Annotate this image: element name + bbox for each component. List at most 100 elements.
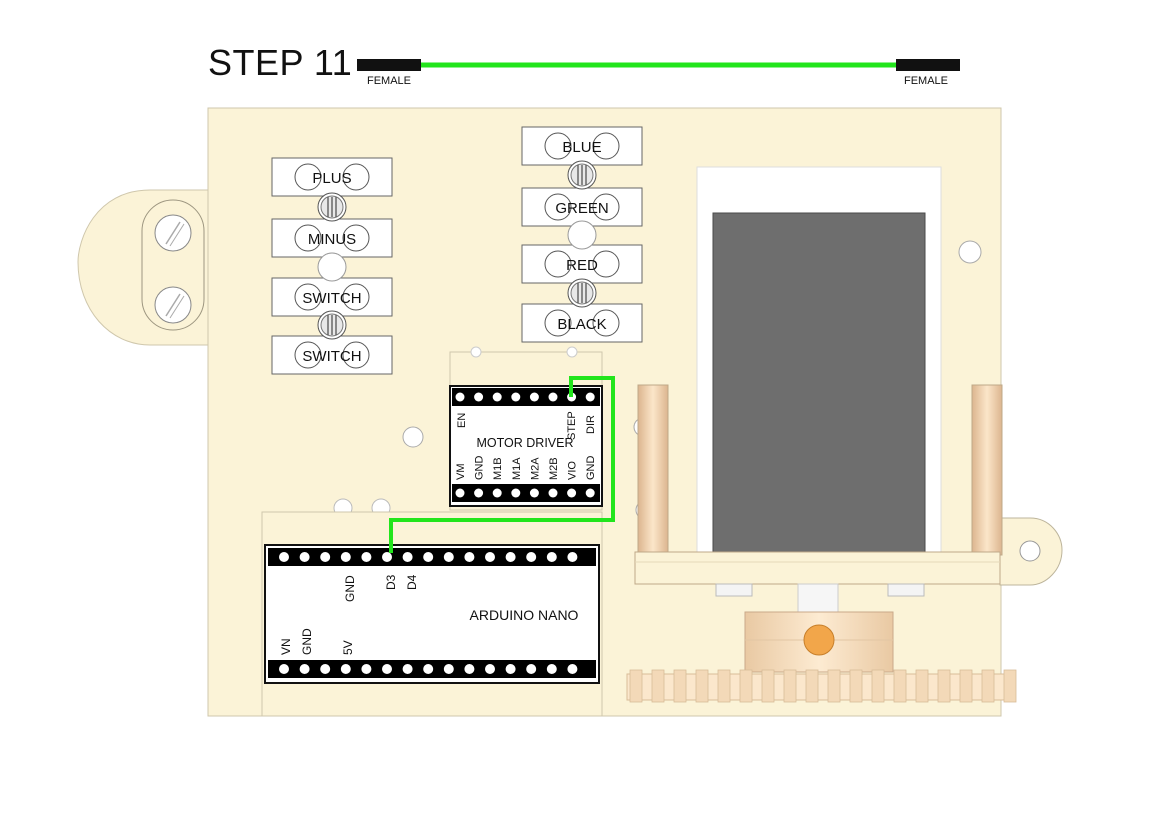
hub-set-screw: [803, 624, 835, 656]
arduino-pin-hole: [546, 664, 557, 674]
driver-label: MOTOR DRIVER: [477, 436, 574, 450]
terminal-switch: SWITCH: [271, 335, 393, 375]
driver-pin-hole: [474, 488, 484, 498]
arduino-pin-hole: [423, 552, 434, 562]
motor-driver: MOTOR DRIVER EN STEP DIR VM GND M1B M1A M2A M…: [449, 346, 603, 511]
terminal-label: RED: [566, 257, 598, 274]
driver-pin-hole: [548, 392, 558, 402]
terminal-label: MINUS: [308, 231, 356, 248]
motor-shaft: [797, 583, 839, 615]
driver-pin-hole: [455, 392, 465, 402]
arduino-pin-hole: [320, 664, 331, 674]
terminal-label: PLUS: [312, 170, 351, 187]
arduino-pin-hole: [546, 552, 557, 562]
driver-pin-hole: [585, 488, 595, 498]
mount-screw-lower: [154, 286, 192, 324]
terminal-open-screw: [317, 252, 347, 282]
driver-pin-label: GND: [474, 456, 486, 481]
arduino-pin-hole: [320, 552, 331, 562]
arduino-pin-label-d4: D4: [405, 574, 419, 590]
terminal-label: SWITCH: [302, 290, 361, 307]
driver-top-header: [452, 388, 600, 406]
driver-pin-label: M2B: [548, 457, 560, 480]
driver-pin-hole: [492, 488, 502, 498]
arduino-pin-label-d3: D3: [384, 574, 398, 590]
driver-pin-label-step: STEP: [566, 411, 578, 440]
terminal-label: BLACK: [557, 316, 606, 333]
bracket-screw: [887, 583, 925, 597]
board-hole: [402, 426, 424, 448]
driver-pin-hole: [529, 392, 539, 402]
arduino-pin-hole: [464, 552, 475, 562]
terminal-screw: [317, 192, 347, 222]
driver-pin-label: M1B: [492, 457, 504, 480]
arduino-pin-label-gnd: GND: [343, 575, 357, 602]
arduino-pin-hole: [505, 552, 516, 562]
terminal-label: BLUE: [562, 139, 601, 156]
arduino-pin-hole: [423, 664, 434, 674]
arduino-pin-hole: [382, 552, 392, 562]
motor-post-right: [971, 384, 1003, 556]
arduino-pin-hole: [505, 664, 516, 674]
arduino-pin-hole: [361, 664, 372, 674]
terminal-plus: PLUS: [271, 157, 393, 197]
jumper-cable: FEMALE FEMALE: [357, 59, 960, 87]
arduino-pin-hole: [340, 664, 351, 674]
terminal-screw: [317, 310, 347, 340]
terminal-blue: BLUE: [521, 126, 643, 166]
arduino-pin-hole: [299, 552, 310, 562]
terminal-label: SWITCH: [302, 348, 361, 365]
driver-pin-hole: [492, 392, 502, 402]
gear: [626, 669, 1017, 703]
driver-pin-label: M2A: [529, 457, 541, 480]
driver-pin-hole: [511, 392, 521, 402]
arduino-nano: ARDUINO NANO GND D3 D4 VN GND 5V: [261, 511, 603, 717]
driver-pin-hole: [455, 488, 465, 498]
arduino-pin-label-vn: VN: [279, 638, 293, 655]
arduino-pin-hole: [526, 552, 537, 562]
arduino-pin-hole: [567, 664, 578, 674]
arduino-pin-hole: [402, 552, 413, 562]
arduino-pin-hole: [402, 664, 413, 674]
cable-right-label: FEMALE: [904, 75, 948, 87]
arduino-pin-hole: [526, 664, 537, 674]
page-title: STEP 11: [208, 42, 353, 83]
driver-bottom-header: [452, 484, 600, 502]
driver-pin-label: GND: [585, 456, 597, 481]
arduino-label: ARDUINO NANO: [470, 607, 579, 623]
driver-pin-label: VM: [455, 464, 467, 481]
driver-pin-label: M1A: [511, 457, 523, 480]
mount-screw-upper: [154, 214, 192, 252]
arduino-pin-hole: [464, 664, 475, 674]
arduino-pin-hole: [299, 664, 310, 674]
terminal-switch: SWITCH: [271, 277, 393, 317]
power-terminal-block: PLUS MINUS SWITCH SWITCH: [271, 157, 393, 375]
arduino-pin-label-gnd2: GND: [300, 628, 314, 655]
driver-pin-hole: [548, 488, 558, 498]
driver-pin-label-dir: DIR: [585, 415, 597, 434]
driver-pin-label-en: EN: [456, 413, 468, 428]
driver-pin-hole: [529, 488, 539, 498]
motor-body: [712, 212, 926, 564]
arduino-pin-hole: [443, 664, 454, 674]
arduino-pin-hole: [485, 664, 495, 674]
terminal-black: BLACK: [521, 303, 643, 343]
motor-bracket: [634, 551, 1001, 585]
terminal-minus: MINUS: [271, 218, 393, 258]
driver-pin-hole: [585, 392, 595, 402]
arduino-pin-hole: [279, 552, 289, 562]
arduino-pin-label-5v: 5V: [341, 640, 355, 655]
arduino-pin-hole: [443, 552, 454, 562]
arduino-pin-hole: [382, 664, 392, 674]
terminal-screw: [567, 160, 597, 190]
cable-left-connector: [357, 59, 421, 71]
cable-left-label: FEMALE: [367, 75, 411, 87]
terminal-green: GREEN: [521, 187, 643, 227]
arduino-pin-hole: [340, 552, 351, 562]
stepper-motor-assembly: [626, 166, 1017, 703]
terminal-red: RED: [521, 244, 643, 284]
terminal-label: GREEN: [555, 200, 608, 217]
arduino-pin-hole: [485, 552, 495, 562]
step-signal-wire: [389, 376, 615, 553]
